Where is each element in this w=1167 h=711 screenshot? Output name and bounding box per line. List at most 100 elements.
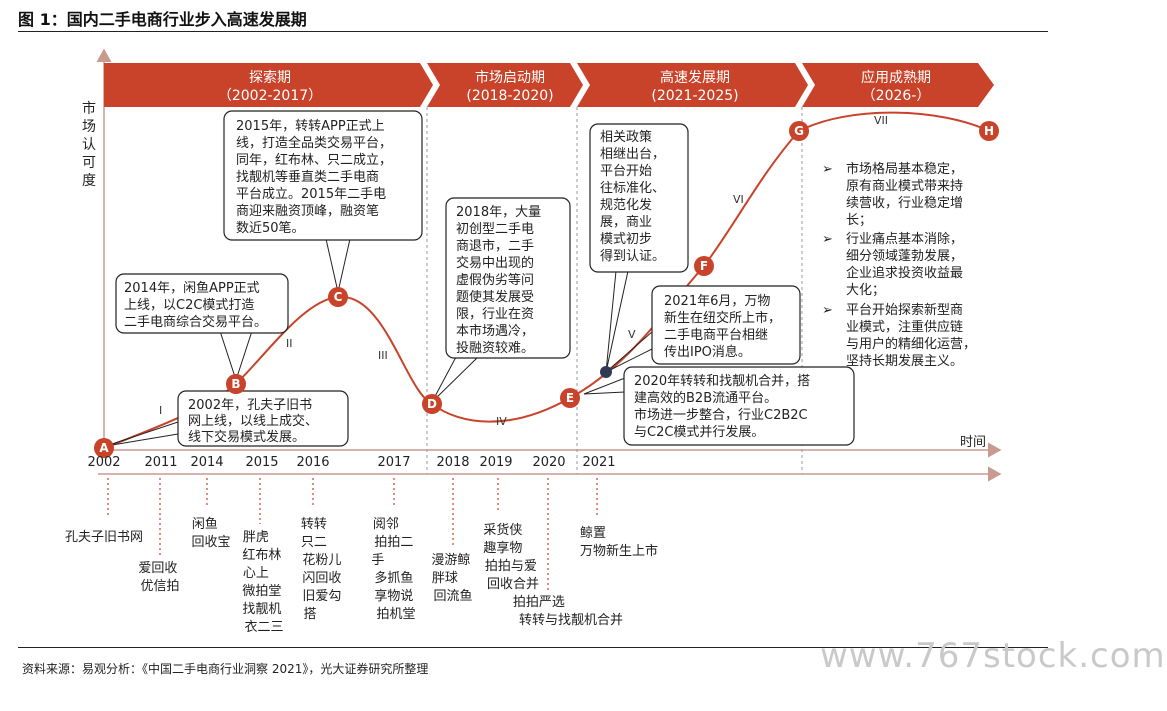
callout-line: 相关政策	[600, 129, 652, 145]
callout-line: 往标准化、	[600, 181, 665, 196]
event-line: 阅邻	[373, 517, 399, 532]
pointer-2015	[325, 238, 351, 293]
phase-period: （2026-）	[862, 88, 931, 104]
phase-arrow-exploration	[104, 63, 433, 107]
bullet-marker: ➢	[822, 162, 833, 177]
phase-name: 高速发展期	[660, 69, 730, 86]
callout-line: 同年，红布林、只二成立，	[236, 152, 392, 168]
event-line: 享物说	[374, 588, 413, 604]
callout-line: 虚假伪劣等问	[456, 272, 534, 288]
year-label: 2020	[532, 455, 565, 470]
callout-line: 网上线，以线上成交、	[188, 413, 318, 429]
callout-line: 找靓机等垂直类二手电商	[236, 169, 379, 185]
mature-point-3: 平台开始探索新型商 业模式，注重供应链 与用户的精细化运营， 坚持长期发展主义。	[846, 302, 980, 369]
y-axis-label: 市 场 认 可 度	[82, 100, 96, 189]
curve-marker-dot	[600, 366, 612, 378]
callout-line: 投融资较难。	[456, 340, 534, 356]
node-d	[422, 394, 442, 414]
year-labels: 2002 2011 2014 2015 2016 2017 2018 2019 …	[87, 455, 615, 470]
watermark: www.767stock.com	[820, 636, 1166, 676]
mature-point-2: 行业痛点基本消除， 细分领域蓬勃发展， 企业追求投资收益最 大化；	[846, 231, 967, 298]
node-b	[226, 374, 246, 394]
year-label: 2002	[87, 455, 120, 470]
source-divider	[18, 647, 1048, 648]
callout-box-2021	[651, 285, 801, 365]
note-line: 行业痛点基本消除，	[846, 231, 963, 247]
year-label: 2018	[436, 455, 469, 470]
callout-line: 线，打造全品类交易平台，	[236, 135, 392, 151]
event-line: 红布林	[242, 547, 281, 563]
phase-period: (2018-2020)	[466, 88, 553, 104]
event-line: 拍拍与爱	[485, 559, 537, 574]
event-line: 花粉儿	[302, 552, 341, 568]
event-line: 只二	[301, 535, 327, 550]
note-line: 平台开始探索新型商	[846, 302, 963, 318]
mature-point-1: 市场格局基本稳定， 原有商业模式带来持 续营收，行业稳定增 长；	[846, 161, 967, 228]
callout-2020: 2020年转转和找靓机合并，搭 建高效的B2B流通平台。 市场进一步整合，行业C…	[634, 373, 814, 440]
pointer-2018	[431, 356, 479, 403]
event-line: 闪回收	[302, 571, 341, 586]
callout-box-2014	[115, 273, 289, 334]
year-label: 2011	[144, 455, 177, 470]
callout-2015: 2015年，转转APP正式上 线，打造全品类交易平台， 同年，红布林、只二成立，…	[236, 119, 396, 236]
event-2017: 阅邻 拍拍二 手 多抓鱼 享物说 拍机堂	[371, 517, 417, 622]
note-line: 大化；	[846, 283, 885, 298]
event-line: 转转与找靓机合并	[519, 613, 623, 628]
callout-line: 传出IPO消息。	[664, 344, 751, 360]
callout-line: 初创型二手电	[456, 222, 534, 237]
callout-policy: 相关政策 相继出台， 平台开始 往标准化、 规范化发 展，商业 模式初步 得到认…	[600, 129, 669, 264]
stage-labels: I II III IV V VI VII	[159, 114, 888, 428]
event-line: 孔夫子旧书网	[65, 530, 143, 545]
event-line: 回收合并	[487, 577, 539, 592]
year-label: 2021	[582, 455, 615, 470]
year-events: 孔夫子旧书网 爱回收 优信拍 闲鱼 回收宝 胖虎 红布林 心上 微拍堂 找靓机 …	[65, 516, 658, 635]
stage-label: VII	[874, 114, 888, 127]
event-line: 回收宝	[191, 535, 230, 550]
callout-line: 得到认证。	[600, 248, 665, 264]
y-axis-label-char: 市	[82, 100, 96, 117]
stage-label: I	[159, 404, 162, 417]
stage-label: IV	[496, 415, 507, 428]
note-line: 长；	[846, 213, 872, 228]
callout-line: 平台成立。2015年二手电	[236, 187, 386, 202]
callout-line: 2020年转转和找靓机合并，搭	[634, 373, 810, 389]
event-2016: 转转 只二 花粉儿 闪回收 旧爱勾 搭	[301, 517, 346, 622]
event-2002: 孔夫子旧书网	[65, 530, 143, 545]
event-line: 胖虎	[243, 530, 269, 545]
note-line: 与用户的精细化运营，	[846, 336, 976, 352]
callout-line: 题使其发展受	[456, 289, 534, 305]
event-2011: 爱回收 优信拍	[138, 561, 181, 594]
year-drop-lines	[107, 478, 598, 590]
callout-line: 规范化发	[600, 197, 652, 213]
year-label: 2014	[190, 455, 223, 470]
callout-line: 二手电商平台相继	[664, 328, 768, 343]
node-e	[560, 388, 580, 408]
callout-line: 本市场遇冷，	[456, 323, 534, 339]
callout-line: 线下交易模式发展。	[188, 429, 305, 445]
mature-phase-notes: ➢ 市场格局基本稳定， 原有商业模式带来持 续营收，行业稳定增 长； ➢ 行业痛…	[822, 161, 980, 369]
note-line: 业模式，注重供应链	[846, 319, 963, 335]
event-line: 采货侠	[483, 522, 522, 538]
event-line: 优信拍	[140, 579, 179, 594]
event-line: 万物新生上市	[580, 543, 658, 559]
event-line: 微拍堂	[242, 584, 281, 599]
callout-line: 二手电商综合交易平台。	[124, 314, 267, 330]
callout-line: 上线，以C2C模式打造	[124, 298, 254, 313]
node-label: C	[334, 290, 343, 304]
event-line: 多抓鱼	[374, 570, 413, 586]
callout-2014: 2014年，闲鱼APP正式 上线，以C2C模式打造 二手电商综合交易平台。	[124, 280, 267, 330]
y-axis-label-char: 场	[82, 119, 96, 135]
callout-line: 2015年，转转APP正式上	[236, 119, 385, 134]
bullet-marker: ➢	[822, 232, 833, 247]
callout-line: 数近50笔。	[236, 220, 305, 236]
callout-line: 市场进一步整合，行业C2B2C	[634, 407, 808, 423]
event-line: 手	[371, 553, 384, 568]
callout-line: 2021年6月，万物	[664, 294, 770, 309]
note-line: 市场格局基本稳定，	[846, 161, 963, 177]
node-label: E	[566, 391, 574, 405]
stage-label: II	[286, 337, 293, 350]
phase-name: 市场启动期	[475, 69, 545, 86]
node-label: F	[700, 259, 708, 273]
event-line: 心上	[243, 566, 269, 581]
callout-line: 2002年，孔夫子旧书	[188, 398, 312, 413]
